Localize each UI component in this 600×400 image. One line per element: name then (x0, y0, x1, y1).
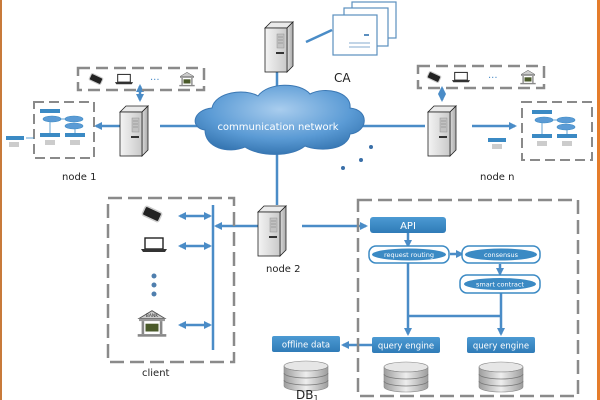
svg-text:offline data: offline data (282, 341, 330, 351)
ca-label: CA (334, 71, 351, 85)
certificate-stack-icon (332, 1, 397, 56)
ca-server-icon (264, 21, 294, 73)
connection-lines (94, 28, 517, 350)
cloud-label: communication network (217, 122, 338, 133)
node1-devices-group: ··· (76, 66, 206, 92)
node2-detail-box: API request routing consensus smart cont… (356, 198, 580, 398)
ellipsis-label: ··· (150, 75, 160, 86)
node1-mini-diagram (39, 108, 86, 146)
client-more-dots-icon (151, 273, 157, 297)
consensus-node: consensus (461, 245, 541, 264)
database-2-icon (478, 361, 524, 393)
noden-devices-group: ··· (416, 64, 546, 90)
offline-data-box: offline data (272, 336, 340, 352)
bank-sign: BANK (146, 313, 160, 319)
noden-mini-diagram (531, 109, 578, 147)
query-engine-1-box: query engine (372, 337, 440, 353)
bank-icon (178, 71, 196, 87)
client-laptop-icon (140, 237, 168, 253)
noden-detail-box (488, 101, 593, 161)
left-border-line (0, 0, 2, 400)
phone-icon (426, 70, 442, 84)
query-engine-2-box: query engine (467, 337, 535, 353)
noden-label: node n (480, 172, 514, 183)
ellipsis-label: ··· (488, 73, 498, 84)
right-border-line (597, 0, 600, 400)
db1-icon (283, 360, 329, 392)
laptop-icon (451, 71, 471, 83)
request-routing-node: request routing (368, 245, 450, 264)
noden-server-icon (427, 105, 457, 157)
client-label: client (142, 368, 170, 379)
noden-offline-data-mini (488, 138, 506, 142)
db1-label: DB1 (296, 388, 319, 400)
svg-text:consensus: consensus (484, 251, 519, 259)
svg-text:request routing: request routing (384, 251, 434, 259)
svg-text:query engine: query engine (378, 342, 434, 352)
ellipsis-dots-icon (341, 145, 373, 170)
database-1-icon (383, 361, 429, 393)
svg-text:query engine: query engine (473, 342, 529, 352)
node1-server-icon (119, 105, 149, 157)
laptop-icon (114, 73, 134, 85)
line-ca-to-certs (305, 28, 333, 44)
api-box: API (370, 217, 446, 233)
node1-detail-box (6, 101, 95, 159)
smart-contract-node: smart contract (459, 274, 541, 294)
phone-icon (88, 72, 104, 86)
client-bank-icon: BANK (137, 310, 167, 338)
client-phone-icon (140, 204, 164, 224)
bank-icon (519, 69, 537, 85)
communication-network-cloud: communication network (194, 84, 365, 155)
svg-text:smart contract: smart contract (476, 281, 524, 289)
node2-server-icon (257, 205, 287, 257)
client-group: BANK (106, 196, 236, 364)
node1-offline-data-mini (6, 136, 24, 140)
node2-label: node 2 (266, 264, 301, 275)
node1-label: node 1 (62, 172, 97, 183)
svg-text:API: API (400, 221, 416, 232)
